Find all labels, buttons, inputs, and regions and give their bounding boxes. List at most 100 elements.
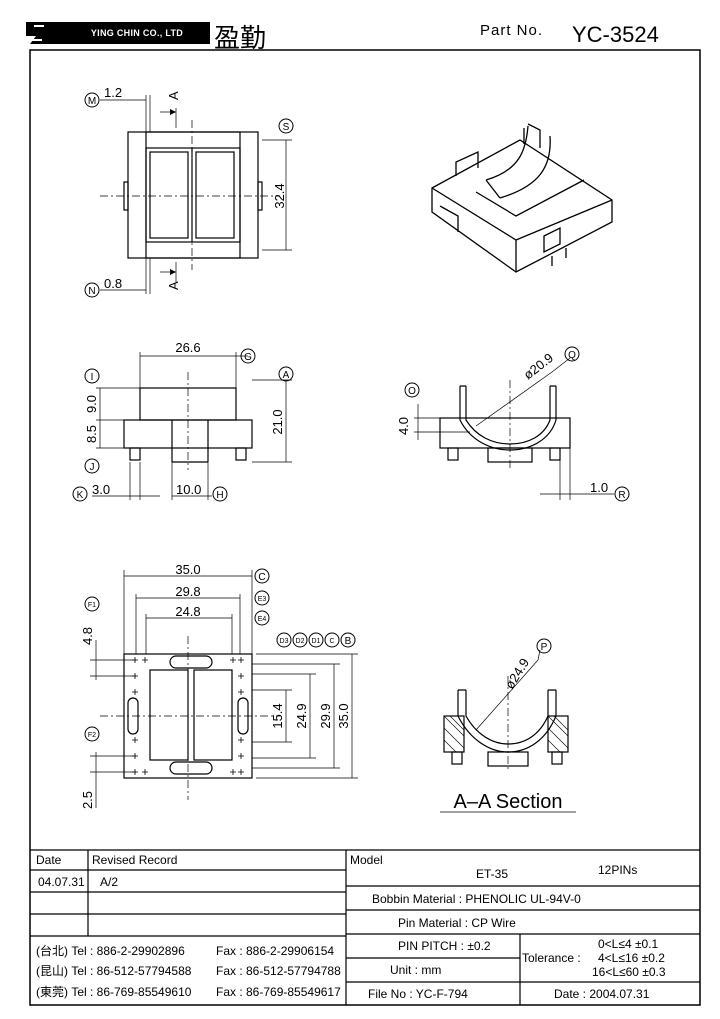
callout-circle-d3 xyxy=(276,632,292,648)
dim-40-value: 4.0 xyxy=(396,417,411,435)
company-logo-icon xyxy=(26,22,54,44)
callout-circle-g xyxy=(240,348,256,364)
top-view xyxy=(100,95,292,294)
dim-48-value: 4.8 xyxy=(80,627,95,645)
callout-circle-c2 xyxy=(324,632,340,648)
section-label-top: A xyxy=(166,91,181,100)
pin-markers xyxy=(132,657,244,775)
dim-350v-value: 35.0 xyxy=(336,703,351,728)
part-no-label: Part No. xyxy=(480,22,544,39)
callout-p: P xyxy=(541,642,548,653)
callout-circle-f1 xyxy=(84,596,100,612)
callout-d2: D2 xyxy=(296,638,305,645)
callout-circle-p xyxy=(536,638,552,654)
arrow-head xyxy=(170,269,176,275)
tolerance-range-3: 16<L≤60 ±0.3 xyxy=(592,965,666,979)
unit: Unit : mm xyxy=(390,963,441,977)
dim-248-value: 24.8 xyxy=(175,604,200,619)
dim-298-value: 29.8 xyxy=(175,584,200,599)
callout-n: N xyxy=(88,286,95,297)
company-cjk-name: 盈勤 xyxy=(214,24,267,54)
fax-taipei: Fax : 886-2-29906154 xyxy=(216,944,334,958)
callout-e3: E3 xyxy=(258,596,267,603)
callout-circle-o xyxy=(404,382,420,398)
callout-g: G xyxy=(244,352,252,363)
company-logo-bar: YING CHIN CO., LTD xyxy=(40,22,210,44)
section-view xyxy=(440,649,576,813)
callout-f2: F2 xyxy=(88,732,96,739)
isometric-view xyxy=(431,123,613,273)
callout-o: O xyxy=(408,386,416,397)
pin-pitch: PIN PITCH : ±0.2 xyxy=(398,939,491,953)
dim-209-value: ø20.9 xyxy=(521,350,556,382)
callout-e4: E4 xyxy=(258,616,267,623)
revision-record: A/2 xyxy=(100,875,118,889)
bottom-view xyxy=(90,570,358,808)
drawing-date: Date : 2004.07.31 xyxy=(554,987,650,1001)
tel-kunshan: (昆山) Tel : 86-512-57794588 xyxy=(36,964,192,978)
callout-h: H xyxy=(216,490,223,501)
date-header: Date xyxy=(36,853,62,867)
part-no-value: YC-3524 xyxy=(572,22,659,47)
fax-kunshan: Fax : 86-512-57794788 xyxy=(216,964,341,978)
dim-85-value: 8.5 xyxy=(84,425,99,443)
callout-circle-m xyxy=(84,92,100,108)
callout-m: M xyxy=(88,96,96,107)
callout-circle-k xyxy=(72,486,88,502)
callout-circle-q xyxy=(564,346,580,362)
dim-154-value: 15.4 xyxy=(270,703,285,728)
dim-n-value: 0.8 xyxy=(104,276,122,291)
tolerance-range-2: 4<L≤16 ±0.2 xyxy=(598,951,665,965)
dim-m-value: 1.2 xyxy=(104,85,122,100)
callout-circle-e3 xyxy=(254,590,270,606)
callout-circle-d2 xyxy=(292,632,308,648)
callout-r: R xyxy=(618,490,625,501)
callout-circle-i xyxy=(84,368,100,384)
callout-circle-e4 xyxy=(254,610,270,626)
callout-circle-s xyxy=(278,118,294,134)
drawing-frame xyxy=(29,49,701,1006)
dim-249p-value: ø24.9 xyxy=(502,655,532,691)
tel-taipei: (台北) Tel : 886-2-29902896 xyxy=(36,943,185,958)
callout-circle-n xyxy=(84,282,100,298)
arrow-head xyxy=(170,109,176,115)
callout-circle-h xyxy=(212,486,228,502)
company-logo-text: YING CHIN CO., LTD xyxy=(90,28,184,38)
dim-100-value: 10.0 xyxy=(176,482,201,497)
model-label: Model xyxy=(350,853,383,867)
pin-count: 12PINs xyxy=(598,863,637,877)
model-value: ET-35 xyxy=(476,867,508,881)
callout-c: C xyxy=(258,572,265,583)
title-block xyxy=(30,849,700,1005)
revised-header: Revised Record xyxy=(92,853,177,867)
dim-10-value: 1.0 xyxy=(590,480,608,495)
bobbin-material: Bobbin Material : PHENOLIC UL-94V-0 xyxy=(372,892,581,906)
callout-q: Q xyxy=(568,350,576,361)
section-title: A–A Section xyxy=(454,791,563,813)
fax-dongguan: Fax : 86-769-85549617 xyxy=(216,985,341,999)
revision-date: 04.07.31 xyxy=(38,875,85,889)
callout-circle-c xyxy=(254,568,270,584)
callout-circle-r xyxy=(614,486,630,502)
tolerance-range-1: 0<L≤4 ±0.1 xyxy=(598,937,659,951)
callout-f1: F1 xyxy=(88,602,96,609)
callout-circle-f2 xyxy=(84,726,100,742)
side-view xyxy=(414,357,614,500)
front-view xyxy=(92,352,292,500)
callout-circle-j xyxy=(84,458,100,474)
dim-299-value: 29.9 xyxy=(318,703,333,728)
dim-350-value: 35.0 xyxy=(175,562,200,577)
tolerance-label: Tolerance : xyxy=(522,951,581,965)
dim-266-value: 26.6 xyxy=(175,340,200,355)
dim-30-value: 3.0 xyxy=(92,482,110,497)
callout-b: B xyxy=(345,636,352,647)
dim-90-value: 9.0 xyxy=(84,395,99,413)
dim-210-value: 21.0 xyxy=(270,409,285,434)
section-label-bottom: A xyxy=(166,281,181,290)
callout-d3: D3 xyxy=(280,638,289,645)
file-no: File No : YC-F-794 xyxy=(368,987,468,1001)
callout-circle-d1 xyxy=(308,632,324,648)
callout-i: I xyxy=(91,372,94,383)
callout-k: K xyxy=(77,490,84,501)
